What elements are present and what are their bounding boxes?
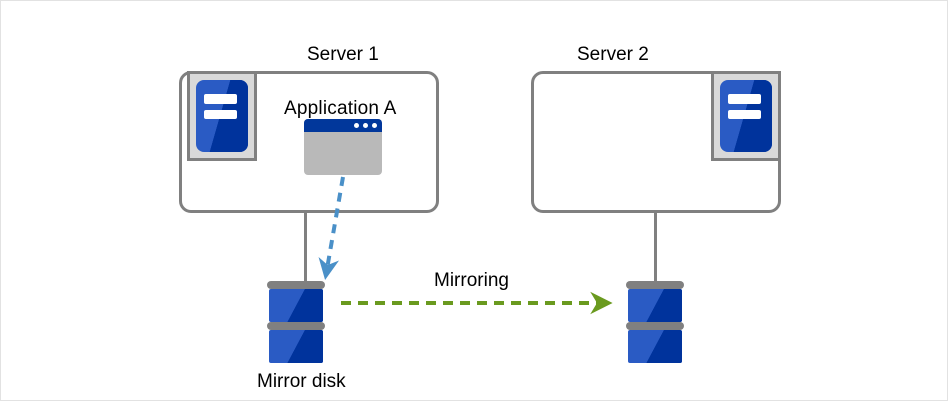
disk-platter-1 (269, 289, 323, 322)
application-window-titlebar (304, 119, 382, 132)
server-machine-icon (187, 71, 257, 161)
server-machine-icon-bar-top (728, 94, 761, 104)
window-dot-2 (363, 123, 368, 128)
disk-cap-top (267, 281, 325, 289)
server-machine-icon-bar-top (204, 94, 237, 104)
disk-platter-2-shade (269, 330, 323, 363)
mirror-disk-label: Mirror disk (257, 371, 346, 392)
server2-to-disk-connector (654, 213, 657, 281)
server-machine-icon-bar-bottom (204, 109, 237, 119)
server1-to-disk-connector (304, 213, 307, 281)
server-machine-icon (711, 71, 781, 161)
disk-platter-2 (269, 330, 323, 363)
disk-platter-1-shade (628, 289, 682, 322)
server2-title: Server 2 (577, 44, 649, 65)
disk-platter-2 (628, 330, 682, 363)
window-dot-1 (354, 123, 359, 128)
disk-cap-middle (626, 322, 684, 330)
server1-title: Server 1 (307, 44, 379, 65)
application-write-to-disk-arrow (318, 176, 345, 281)
mirroring-replication-arrow (341, 291, 613, 315)
server-machine-icon-bar-bottom (728, 109, 761, 119)
application-window-icon (304, 119, 382, 175)
server-machine-icon-body (720, 80, 772, 152)
mirroring-label: Mirroring (434, 270, 509, 291)
disk-cap-middle (267, 322, 325, 330)
window-dot-3 (372, 123, 377, 128)
mirror-disk-icon (626, 281, 684, 363)
application-a-label: Application A (284, 98, 397, 119)
disk-platter-2-shade (628, 330, 682, 363)
disk-platter-1 (628, 289, 682, 322)
mirror-disk-icon (267, 281, 325, 363)
server-machine-icon-body (196, 80, 248, 152)
disk-cap-top (626, 281, 684, 289)
disk-platter-1-shade (269, 289, 323, 322)
